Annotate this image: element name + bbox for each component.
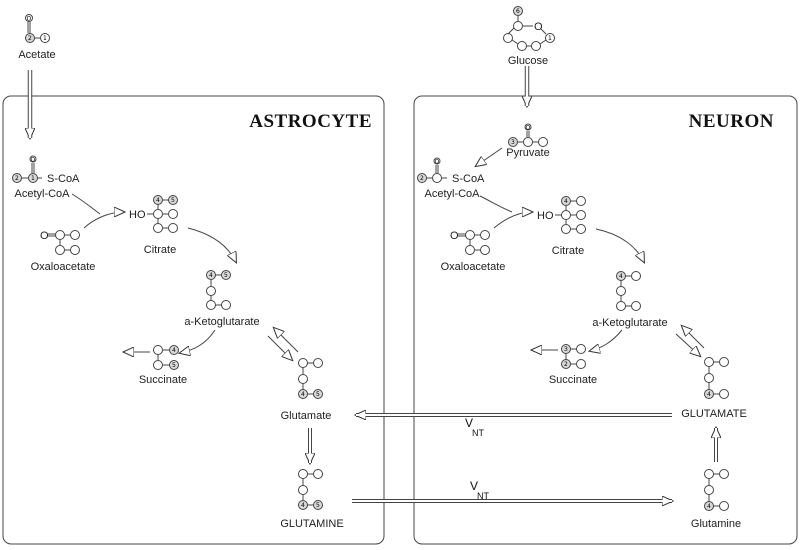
neuron-oxaloacetate-label: Oxaloacetate — [441, 261, 506, 273]
astro-glutamate-molecule — [298, 358, 323, 399]
neuron-citrate-molecule — [555, 196, 586, 234]
glucose-ring-oxygen: O — [534, 21, 543, 33]
neuron-citrate-atom-4: 4 — [564, 198, 568, 205]
glucose-molecule — [503, 6, 555, 51]
astro-citrate-atom-4: 4 — [156, 197, 160, 204]
astro-aketoglutarate-label: a-Ketoglutarate — [184, 316, 259, 328]
glucose-atom-1: 1 — [548, 35, 552, 42]
astro-aketoglutarate-molecule — [206, 270, 231, 310]
astro-glutamine-molecule — [298, 469, 323, 510]
glutamine-transport-v-label: V — [470, 479, 478, 493]
neuron-condensation-arrow-2 — [493, 212, 532, 229]
astro-glutamate-label: Glutamate — [281, 410, 332, 422]
pyruvate-oxygen: O — [526, 125, 531, 132]
neuron-succinate-molecule — [561, 344, 586, 369]
astrocyte-compartment — [2, 95, 385, 545]
neuron-succinate-atom-2: 2 — [564, 361, 568, 368]
neuron-acetyl-coa-label: Acetyl-CoA — [424, 188, 480, 200]
astro-s-coa-label: S-CoA — [47, 173, 80, 185]
glutamine-transport-nt-label: NT — [477, 491, 489, 501]
neuron-oxaloacetate-molecule — [458, 230, 490, 255]
pyruvate-atom-3: 3 — [511, 139, 515, 146]
astro-acetyl-coa-molecule — [12, 155, 42, 183]
astro-acetyl-atom-1: 1 — [31, 175, 35, 182]
neuron-compartment — [413, 95, 798, 545]
astro-succinate-label: Succinate — [139, 374, 187, 386]
astro-glutamate-atom-4: 4 — [301, 391, 305, 398]
astro-akg-to-succinate-arrow — [180, 329, 216, 353]
neuron-akg-atom-4: 4 — [619, 273, 623, 280]
neuron-acetyl-oxygen: O — [435, 159, 440, 166]
neuron-glutamate-molecule — [704, 357, 729, 399]
neuron-oxalo-oxygen: O — [450, 230, 459, 242]
neuron-akg-to-succinate-arrow — [590, 329, 623, 351]
astro-succinate-atom-5: 5 — [172, 362, 176, 369]
astro-akg-to-glu-arrow — [267, 335, 292, 360]
neuron-glutamine-atom-4: 4 — [707, 503, 711, 510]
neuron-glu-to-akg-arrow — [682, 326, 705, 349]
neuron-s-coa-label: S-CoA — [452, 173, 485, 185]
astro-akg-atom-5: 5 — [224, 272, 228, 279]
astro-citrate-molecule — [147, 195, 178, 233]
glutamate-transport-v-label: V — [465, 416, 473, 430]
astro-acetyl-oxygen: O — [31, 157, 36, 164]
astro-citrate-ho-label: HO — [129, 209, 146, 221]
astro-acetyl-coa-label: Acetyl-CoA — [14, 188, 70, 200]
astro-glutamine-atom-4: 4 — [301, 502, 305, 509]
neuron-succinate-atom-3: 3 — [564, 346, 568, 353]
astro-oxaloacetate-label: Oxaloacetate — [31, 261, 96, 273]
acetate-atom-1: 1 — [43, 35, 47, 42]
astrocyte-title: ASTROCYTE — [249, 111, 372, 132]
astro-succinate-atom-4: 4 — [172, 347, 176, 354]
astro-oxaloacetate-molecule — [48, 230, 80, 255]
neuron-citrate-to-akg-arrow — [595, 228, 644, 262]
neuron-condensation-arrow — [479, 195, 513, 213]
neuron-glutamate-atom-4: 4 — [707, 391, 711, 398]
astro-glu-to-akg-arrow — [274, 328, 299, 353]
acetate-oxygen: O — [27, 16, 32, 23]
neuron-glutamine-molecule — [704, 469, 729, 511]
neuron-acetyl-coa-molecule — [417, 157, 447, 183]
astro-glutamine-label: GLUTAMINE — [280, 518, 343, 530]
astro-glutamate-atom-5: 5 — [316, 391, 320, 398]
neuron-aketoglutarate-label: a-Ketoglutarate — [592, 317, 667, 329]
astro-condensation-arrow — [71, 193, 101, 215]
neuron-pyruvate-label: Pyruvate — [506, 147, 549, 159]
glucose-atom-6: 6 — [516, 8, 520, 15]
astro-citrate-to-akg-arrow — [187, 227, 236, 262]
astro-citrate-atom-5: 5 — [171, 197, 175, 204]
neuron-akg-to-glu-arrow — [675, 333, 700, 356]
astro-glutamine-atom-5: 5 — [316, 502, 320, 509]
neuron-glutamine-label: Glutamine — [691, 518, 741, 530]
neuron-succinate-label: Succinate — [549, 374, 597, 386]
acetate-label: Acetate — [18, 49, 55, 61]
astro-oxalo-oxygen: O — [40, 230, 49, 242]
neuron-title: NEURON — [689, 111, 774, 132]
astro-citrate-label: Citrate — [144, 244, 176, 256]
neuron-glutamate-label: GLUTAMATE — [681, 408, 747, 420]
glutamate-transport-nt-label: NT — [472, 428, 484, 438]
pyruvate-to-acetyl-coa-arrow — [476, 147, 503, 166]
acetate-atom-2: 2 — [28, 35, 32, 42]
astro-condensation-arrow-2 — [83, 212, 124, 229]
neuron-aketoglutarate-molecule — [616, 271, 641, 311]
glucose-label: Glucose — [508, 55, 548, 67]
neuron-pyruvate-molecule — [508, 123, 548, 147]
acetate-molecule — [25, 14, 50, 43]
astro-akg-atom-4: 4 — [209, 272, 213, 279]
neuron-citrate-label: Citrate — [552, 245, 584, 257]
neuron-citrate-ho-label: HO — [537, 210, 554, 222]
neuron-acetyl-atom-2: 2 — [420, 175, 424, 182]
astro-acetyl-atom-2: 2 — [15, 175, 19, 182]
